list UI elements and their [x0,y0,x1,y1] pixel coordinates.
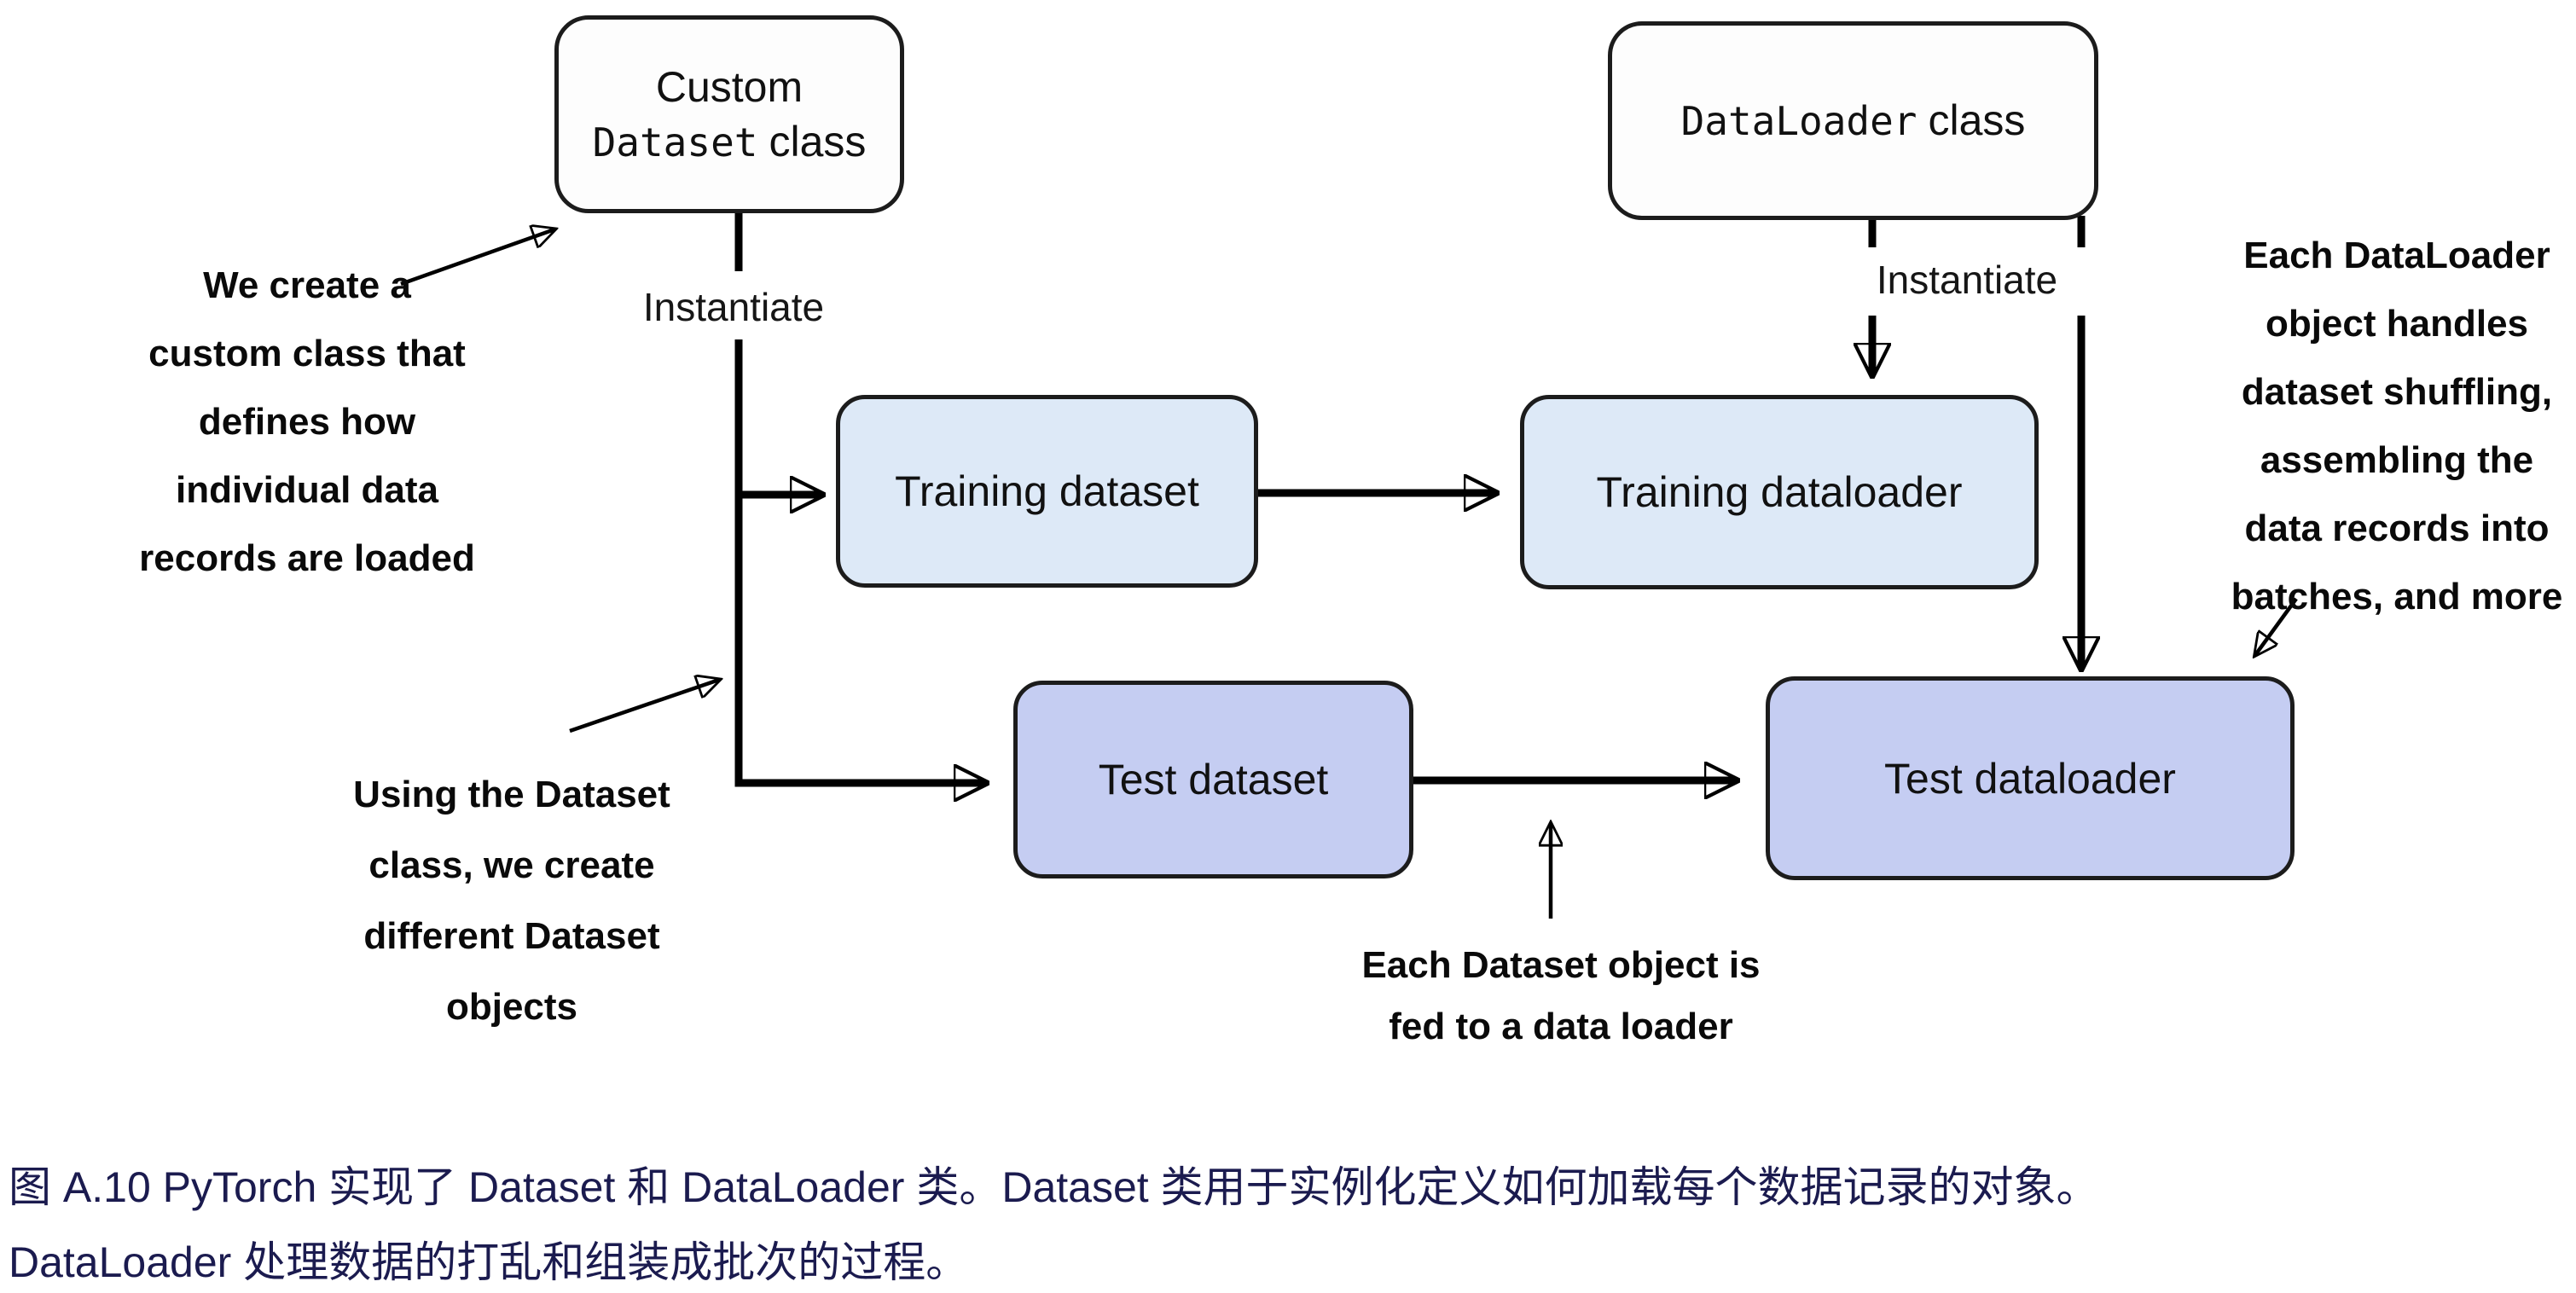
dataset-objects-annotation: Using the Dataset class, we create diffe… [353,774,670,1028]
edge-custom-dataset-instantiate [734,209,986,783]
arrow-custom-note [400,229,554,287]
instantiate-label-left: Instantiate [593,276,874,338]
training-dataloader-label: Training dataloader [1596,468,1963,516]
figure-caption-line1: 图 A.10 PyTorch 实现了 Dataset 和 DataLoader … [9,1163,2099,1211]
dataloader-code-text: DataLoader [1680,98,1917,144]
instantiate-label-right: Instantiate [1834,247,2100,312]
custom-class-annotation: We create a custom class that defines ho… [139,264,475,579]
arrow-dataset-objects-note [569,680,719,733]
dataset-code-text: Dataset [592,119,758,165]
dataset-fed-annotation: Each Dataset object is fed to a data loa… [1361,944,1761,1047]
figure-caption-line2: DataLoader 处理数据的打乱和组装成批次的过程。 [9,1238,969,1286]
dataset-class-suffix: class [769,117,867,165]
custom-dataset-class-line1: Custom [655,62,804,111]
dataloader-annotation: Each DataLoader object handles dataset s… [2231,235,2563,618]
test-dataset-box: Test dataset [1013,681,1413,878]
figure-caption: 图 A.10 PyTorch 实现了 Dataset 和 DataLoader … [9,1150,2567,1293]
test-dataloader-label: Test dataloader [1884,754,2176,803]
test-dataset-label: Test dataset [1098,756,1329,803]
annotation-arrows [400,229,2298,919]
dataloader-class-suffix: class [1928,96,2026,144]
training-dataset-box: Training dataset [836,395,1258,588]
training-dataset-label: Training dataset [895,467,1199,515]
arrow-dataloader-note [2255,597,2298,655]
test-dataloader-box: Test dataloader [1766,676,2295,880]
training-dataloader-box: Training dataloader [1520,395,2039,589]
